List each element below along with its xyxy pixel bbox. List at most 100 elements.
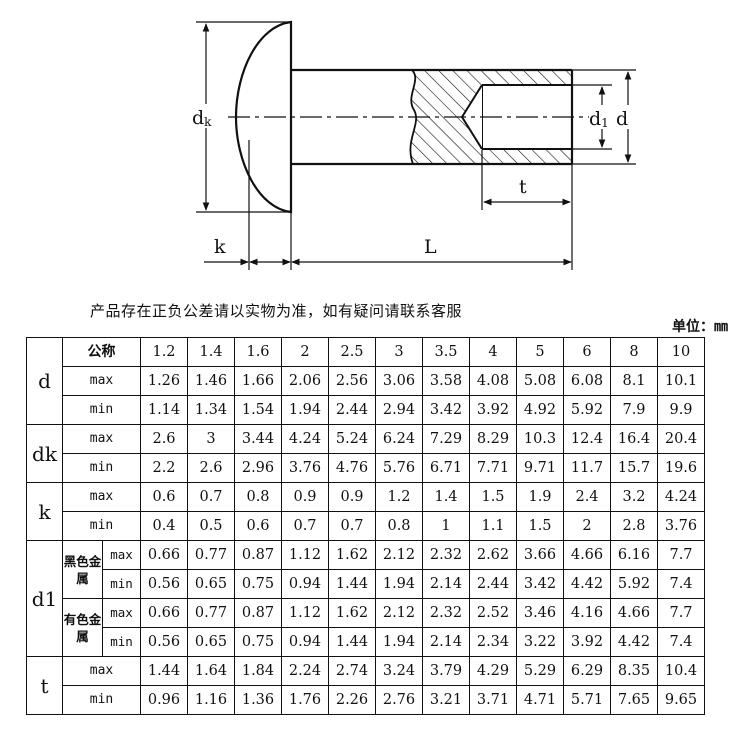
table-cell: 1.4 — [422, 482, 470, 512]
table-cell: 3.42 — [516, 569, 564, 599]
table-cell: 4.71 — [516, 685, 564, 715]
table-cell: 16.4 — [610, 424, 658, 454]
group-label-k: k — [26, 482, 63, 541]
table-cell: 5.92 — [610, 569, 658, 599]
table-cell: 4.29 — [469, 656, 517, 686]
table-cell: 2.24 — [281, 656, 329, 686]
table-cell: 2.32 — [422, 540, 470, 570]
table-cell: 2 — [563, 511, 611, 541]
table-cell: 7.29 — [422, 424, 470, 454]
table-cell: 2.6 — [140, 424, 188, 454]
group-label-d1: d1 — [26, 540, 63, 657]
row-label-max: max — [62, 366, 141, 396]
table-cell: 5.29 — [516, 656, 564, 686]
table-cell: 5.24 — [328, 424, 376, 454]
nominal-size: 1.4 — [187, 337, 235, 367]
table-cell: 0.66 — [140, 540, 188, 570]
table-cell: 2.44 — [328, 395, 376, 425]
table-cell: 4.42 — [563, 569, 611, 599]
material-label: 黑色金属 — [62, 540, 103, 599]
table-cell: 2.4 — [563, 482, 611, 512]
table-cell: 9.9 — [657, 395, 705, 425]
table-cell: 0.77 — [187, 540, 235, 570]
table-cell: 4.24 — [657, 482, 705, 512]
table-cell: 3.76 — [281, 453, 329, 483]
table-cell: 4.76 — [328, 453, 376, 483]
nominal-size: 4 — [469, 337, 517, 367]
table-cell: 12.4 — [563, 424, 611, 454]
table-cell: 1.2 — [375, 482, 423, 512]
table-cell: 8.35 — [610, 656, 658, 686]
row-label-max: max — [102, 540, 141, 570]
nominal-size: 1.6 — [234, 337, 282, 367]
table-cell: 5.92 — [563, 395, 611, 425]
table-cell: 7.71 — [469, 453, 517, 483]
table-cell: 1.84 — [234, 656, 282, 686]
table-cell: 6.08 — [563, 366, 611, 396]
table-cell: 7.9 — [610, 395, 658, 425]
table-cell: 9.65 — [657, 685, 705, 715]
table-cell: 9.71 — [516, 453, 564, 483]
table-cell: 1.94 — [375, 569, 423, 599]
table-cell: 10.4 — [657, 656, 705, 686]
group-label-d: d — [26, 337, 63, 425]
table-cell: 7.7 — [657, 540, 705, 570]
table-cell: 1.94 — [375, 627, 423, 657]
table-cell: 7.7 — [657, 598, 705, 628]
table-cell: 2.6 — [187, 453, 235, 483]
table-cell: 4.92 — [516, 395, 564, 425]
table-cell: 3 — [187, 424, 235, 454]
table-cell: 5.08 — [516, 366, 564, 396]
table-cell: 1.54 — [234, 395, 282, 425]
table-cell: 2.06 — [281, 366, 329, 396]
section-hatch — [410, 71, 571, 163]
table-cell: 1.14 — [140, 395, 188, 425]
table-cell: 19.6 — [657, 453, 705, 483]
table-cell: 0.6 — [234, 511, 282, 541]
table-cell: 2.14 — [422, 627, 470, 657]
table-cell: 1.36 — [234, 685, 282, 715]
row-label-max: max — [62, 482, 141, 512]
table-cell: 4.16 — [563, 598, 611, 628]
table-cell: 20.4 — [657, 424, 705, 454]
table-cell: 2.44 — [469, 569, 517, 599]
table-cell: 10.1 — [657, 366, 705, 396]
table-cell: 6.29 — [563, 656, 611, 686]
table-cell: 0.56 — [140, 569, 188, 599]
table-cell: 1.44 — [140, 656, 188, 686]
table-cell: 1.62 — [328, 598, 376, 628]
table-cell: 0.66 — [140, 598, 188, 628]
table-cell: 2.32 — [422, 598, 470, 628]
table-cell: 10.3 — [516, 424, 564, 454]
table-cell: 1.1 — [469, 511, 517, 541]
table-cell: 2.12 — [375, 540, 423, 570]
table-cell: 6.24 — [375, 424, 423, 454]
table-cell: 1 — [422, 511, 470, 541]
nominal-size: 3.5 — [422, 337, 470, 367]
table-cell: 1.12 — [281, 598, 329, 628]
table-cell: 7.4 — [657, 569, 705, 599]
table-cell: 3.92 — [469, 395, 517, 425]
table-cell: 0.94 — [281, 569, 329, 599]
t-label: t — [519, 176, 527, 198]
table-cell: 4.66 — [563, 540, 611, 570]
table-cell: 8.29 — [469, 424, 517, 454]
table-cell: 1.66 — [234, 366, 282, 396]
row-label-min: min — [62, 453, 141, 483]
table-cell: 2.96 — [234, 453, 282, 483]
table-cell: 0.9 — [328, 482, 376, 512]
table-cell: 6.16 — [610, 540, 658, 570]
table-cell: 0.56 — [140, 627, 188, 657]
table-cell: 1.62 — [328, 540, 376, 570]
table-cell: 8.1 — [610, 366, 658, 396]
table-cell: 0.8 — [375, 511, 423, 541]
break-line — [409, 69, 417, 165]
table-cell: 3.06 — [375, 366, 423, 396]
nominal-size: 6 — [563, 337, 611, 367]
nominal-size: 1.2 — [140, 337, 188, 367]
